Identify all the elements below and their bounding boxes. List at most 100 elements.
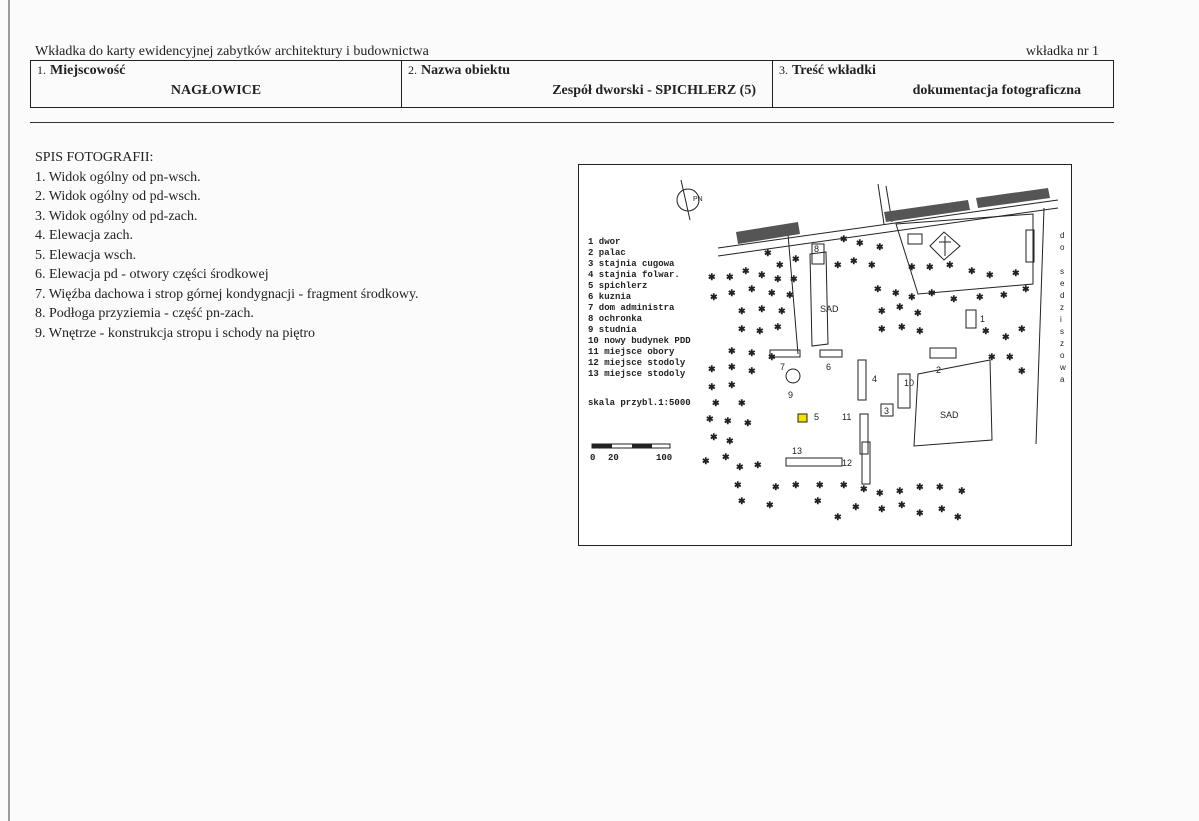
legend-item: 8 ochronka	[588, 314, 643, 324]
svg-text:7: 7	[780, 362, 785, 372]
svg-text:✱: ✱	[706, 414, 714, 424]
svg-text:✱: ✱	[874, 284, 882, 294]
svg-text:✱: ✱	[792, 480, 800, 490]
svg-text:✱: ✱	[834, 512, 842, 522]
svg-text:o: o	[1060, 351, 1065, 360]
svg-text:o: o	[1060, 243, 1065, 252]
enclosure-outline	[809, 251, 829, 347]
map-legend: 1 dwor 2 palac 3 stajnia cugowa 4 stajni…	[588, 237, 691, 408]
svg-text:✱: ✱	[768, 288, 776, 298]
svg-text:✱: ✱	[896, 486, 904, 496]
photo-list-item: 2. Widok ogólny od pd-wsch.	[35, 189, 201, 204]
svg-text:4: 4	[872, 374, 877, 384]
svg-text:✱: ✱	[792, 254, 800, 264]
svg-text:13: 13	[792, 446, 802, 456]
legend-item: 5 spichlerz	[588, 281, 647, 291]
building-numbers: 1 2 3 4 5 6 7 8 9 10 11 12 13	[780, 244, 985, 468]
svg-text:✱: ✱	[950, 294, 958, 304]
svg-text:✱: ✱	[754, 460, 762, 470]
svg-text:✱: ✱	[708, 382, 716, 392]
svg-text:✱: ✱	[860, 484, 868, 494]
svg-text:✱: ✱	[986, 270, 994, 280]
svg-text:✱: ✱	[982, 326, 990, 336]
photo-list-item: 4. Elewacja zach.	[35, 228, 133, 243]
svg-text:✱: ✱	[708, 272, 716, 282]
svg-text:✱: ✱	[768, 352, 776, 362]
svg-text:✱: ✱	[758, 304, 766, 314]
legend-item: 4 stajnia folwar.	[588, 270, 680, 280]
svg-text:✱: ✱	[1012, 268, 1020, 278]
building-11	[859, 413, 869, 455]
svg-text:✱: ✱	[712, 398, 720, 408]
svg-text:✱: ✱	[898, 500, 906, 510]
photo-list-item: 3. Widok ogólny od pd-zach.	[35, 208, 198, 224]
map-frame	[578, 164, 1072, 546]
building-2	[929, 347, 957, 359]
svg-text:✱: ✱	[1022, 284, 1030, 294]
scale-tick: 0	[590, 453, 595, 463]
svg-text:10: 10	[904, 378, 914, 388]
site-plan-map: PN	[578, 164, 1072, 546]
svg-text:✱: ✱	[722, 452, 730, 462]
svg-text:✱: ✱	[852, 502, 860, 512]
svg-text:✱: ✱	[898, 322, 906, 332]
svg-text:✱: ✱	[926, 262, 934, 272]
object-name-value: Zespół dworski - SPICHLERZ (5)	[552, 83, 756, 98]
building-3	[880, 403, 894, 417]
scale-tick: 100	[656, 453, 672, 463]
svg-text:✱: ✱	[774, 274, 782, 284]
svg-text:✱: ✱	[928, 288, 936, 298]
record-fields-table: 1.Miejscowość NAGŁOWICE 2.Nazwa obiektu …	[30, 60, 1114, 108]
svg-text:✱: ✱	[726, 272, 734, 282]
photo-list-item: 8. Podłoga przyziemia - część pn-zach.	[35, 306, 254, 321]
svg-text:✱: ✱	[916, 482, 924, 492]
svg-text:✱: ✱	[876, 242, 884, 252]
svg-text:✱: ✱	[756, 326, 764, 336]
svg-text:✱: ✱	[908, 292, 916, 302]
svg-text:✱: ✱	[936, 482, 944, 492]
svg-text:✱: ✱	[914, 308, 922, 318]
svg-text:11: 11	[842, 412, 851, 422]
road-label-vertical: d o s e d z i s z o w a	[1059, 231, 1066, 384]
insert-number: wkładka nr 1	[1025, 44, 1099, 59]
svg-text:✱: ✱	[772, 482, 780, 492]
photo-list-item: 5. Elewacja wsch.	[35, 247, 137, 263]
svg-text:12: 12	[842, 458, 852, 468]
north-label: PN	[693, 196, 703, 203]
svg-text:✱: ✱	[878, 324, 886, 334]
well-9	[785, 368, 801, 384]
enclosures	[809, 213, 1034, 447]
spichlerz-highlight	[797, 413, 808, 423]
svg-text:✱: ✱	[868, 260, 876, 270]
legend-item: 6 kuznia	[588, 292, 632, 302]
svg-text:d: d	[1060, 231, 1064, 240]
svg-text:✱: ✱	[954, 512, 962, 522]
svg-text:✱: ✱	[938, 504, 946, 514]
svg-text:✱: ✱	[744, 418, 752, 428]
svg-text:✱: ✱	[876, 488, 884, 498]
sad-outline	[913, 359, 993, 447]
svg-text:✱: ✱	[840, 480, 848, 490]
svg-text:5: 5	[814, 412, 819, 422]
scale-bar: 0 20 100	[590, 443, 672, 463]
svg-text:w: w	[1059, 363, 1066, 372]
svg-text:✱: ✱	[742, 266, 750, 276]
svg-text:✱: ✱	[748, 366, 756, 376]
section-divider	[30, 122, 1114, 123]
sad-label: SAD	[940, 410, 959, 420]
building-12	[861, 441, 871, 485]
building-1	[965, 309, 977, 329]
svg-text:i: i	[1060, 315, 1062, 324]
photo-list-items: 1. Widok ogólny od pn-wsch. 2. Widok ogó…	[35, 168, 419, 344]
svg-text:✱: ✱	[790, 274, 798, 284]
legend-item: 11 miejsce obory	[588, 347, 675, 357]
enclosure-outline	[895, 213, 1034, 295]
svg-text:✱: ✱	[892, 288, 900, 298]
svg-text:✱: ✱	[816, 480, 824, 490]
svg-text:✱: ✱	[738, 398, 746, 408]
svg-text:a: a	[1060, 375, 1065, 384]
scale-tick: 20	[608, 453, 619, 463]
sad-label: SAD	[820, 304, 839, 314]
svg-text:✱: ✱	[976, 292, 984, 302]
svg-text:✱: ✱	[850, 256, 858, 266]
